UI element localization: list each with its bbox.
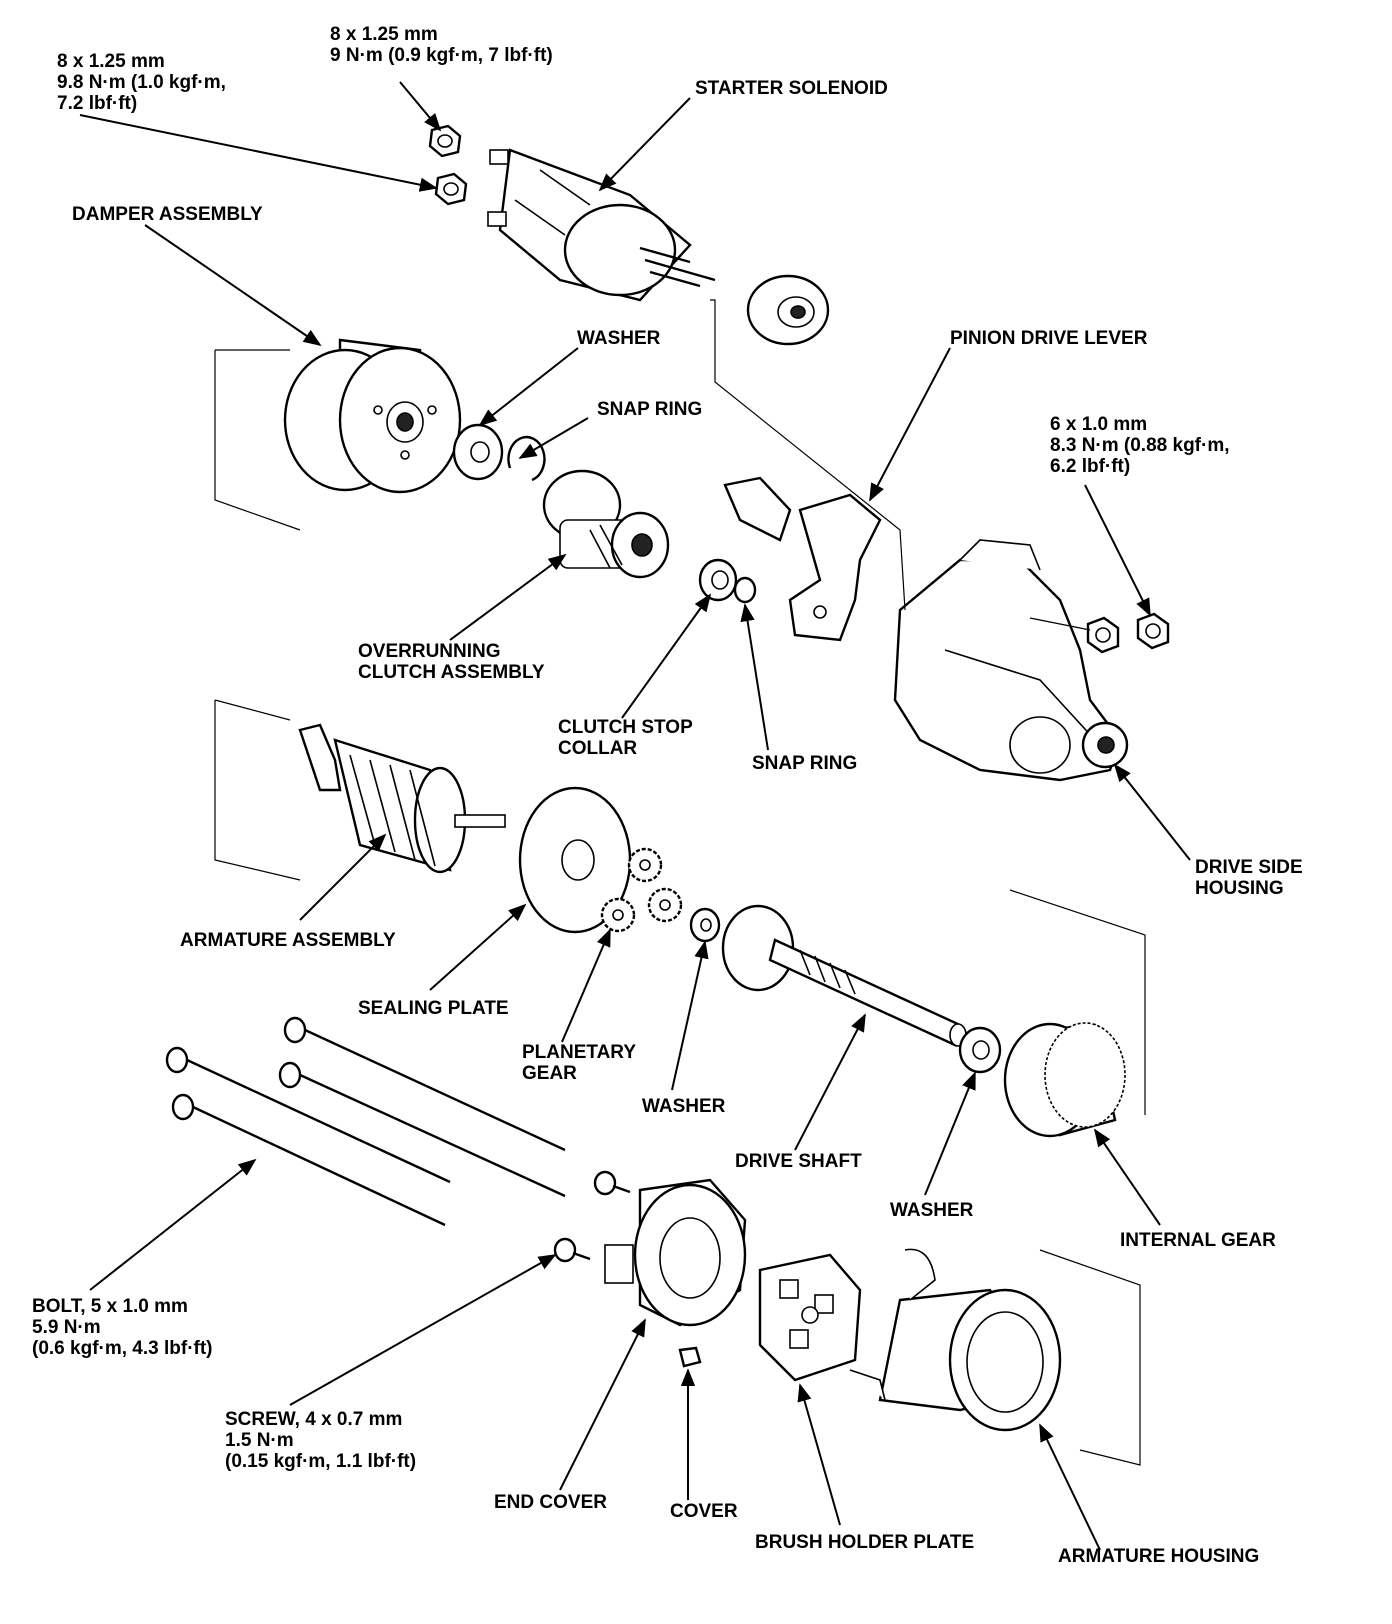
end-cover-part <box>604 1178 747 1327</box>
label-internal-gear: INTERNAL GEAR <box>1120 1230 1276 1251</box>
overrunning-clutch-part <box>542 469 670 579</box>
label-planetary-gear-1: PLANETARY <box>522 1042 636 1063</box>
through-bolt-3 <box>278 1061 566 1198</box>
label-housing-nut-3: 6.2 lbf·ft) <box>1050 456 1130 477</box>
label-armature-assembly: ARMATURE ASSEMBLY <box>180 930 396 951</box>
label-clutch-stop-collar-2: COLLAR <box>558 738 637 759</box>
label-brush-holder-plate: BRUSH HOLDER PLATE <box>755 1532 974 1553</box>
planetary-gear-2 <box>600 897 636 933</box>
label-drive-side-housing-2: HOUSING <box>1195 878 1284 899</box>
label-solenoid-nut-top-1: 8 x 1.25 mm <box>330 24 438 45</box>
label-bolt-2: 5.9 N·m <box>32 1317 101 1338</box>
drive-side-housing-part <box>893 539 1129 782</box>
armature-assembly-part <box>298 723 506 874</box>
label-snap-ring-mid: SNAP RING <box>752 753 857 774</box>
label-armature-housing: ARMATURE HOUSING <box>1058 1546 1259 1567</box>
alignment-guides <box>214 299 1146 1466</box>
label-snap-ring-top: SNAP RING <box>597 399 702 420</box>
label-solenoid-nut-left-3: 7.2 lbf·ft) <box>57 93 137 114</box>
label-planetary-gear-2: GEAR <box>522 1063 577 1084</box>
label-bolt-3: (0.6 kgf·m, 4.3 lbf·ft) <box>32 1338 213 1359</box>
washer-mid-part <box>689 907 721 943</box>
label-starter-solenoid: STARTER SOLENOID <box>695 78 888 99</box>
pinion-drive-lever-part <box>723 476 882 642</box>
planetary-gear-3 <box>647 887 683 923</box>
label-drive-side-housing-1: DRIVE SIDE <box>1195 857 1303 878</box>
starter-solenoid <box>487 148 716 302</box>
washer-top-part <box>452 423 504 481</box>
internal-gear-part <box>1003 1022 1126 1138</box>
drive-shaft-part <box>721 904 967 1047</box>
through-bolt-2 <box>165 1046 451 1184</box>
label-clutch-stop-collar-1: CLUTCH STOP <box>558 717 693 738</box>
label-screw-3: (0.15 kgf·m, 1.1 lbf·ft) <box>225 1451 416 1472</box>
solenoid-nut-upper <box>428 124 462 158</box>
label-overrunning-clutch-1: OVERRUNNING <box>358 641 501 662</box>
snap-ring-mid-part <box>733 576 757 604</box>
label-overrunning-clutch-2: CLUTCH ASSEMBLY <box>358 662 545 683</box>
snap-ring-top-part <box>507 435 546 482</box>
end-cover-screw-lower <box>553 1237 591 1263</box>
brush-holder-plate-part <box>758 1253 862 1382</box>
planetary-gear-1 <box>627 847 663 883</box>
clutch-stop-collar-part <box>698 558 738 602</box>
solenoid-nut-lower <box>434 172 468 206</box>
damper-assembly <box>283 338 462 494</box>
small-cover-part <box>678 1346 702 1368</box>
label-solenoid-nut-left-2: 9.8 N·m (1.0 kgf·m, <box>57 72 226 93</box>
housing-nut-left <box>1086 616 1120 654</box>
label-damper-assembly: DAMPER ASSEMBLY <box>72 204 263 225</box>
leader-lines <box>79 81 1191 1551</box>
label-cover: COVER <box>670 1501 738 1522</box>
label-drive-shaft: DRIVE SHAFT <box>735 1151 862 1172</box>
label-screw-2: 1.5 N·m <box>225 1430 294 1451</box>
label-end-cover: END COVER <box>494 1492 607 1513</box>
end-cover-screw-upper <box>593 1170 631 1196</box>
label-solenoid-nut-top-2: 9 N·m (0.9 kgf·m, 7 lbf·ft) <box>330 45 553 66</box>
label-sealing-plate: SEALING PLATE <box>358 998 509 1019</box>
label-washer-right: WASHER <box>890 1200 974 1221</box>
washer-right-part <box>958 1026 1002 1074</box>
through-bolt-4 <box>171 1093 446 1227</box>
label-washer-top: WASHER <box>577 328 661 349</box>
armature-housing-part <box>849 1248 1062 1432</box>
through-bolt-1 <box>283 1016 566 1152</box>
label-pinion-drive-lever: PINION DRIVE LEVER <box>950 328 1148 349</box>
housing-nut-right <box>1136 612 1170 650</box>
label-housing-nut-2: 8.3 N·m (0.88 kgf·m, <box>1050 435 1230 456</box>
label-bolt-1: BOLT, 5 x 1.0 mm <box>32 1296 188 1317</box>
label-screw-1: SCREW, 4 x 0.7 mm <box>225 1409 402 1430</box>
label-solenoid-nut-left-1: 8 x 1.25 mm <box>57 51 165 72</box>
solenoid-plunger <box>746 274 830 346</box>
label-washer-mid: WASHER <box>642 1096 726 1117</box>
label-housing-nut-1: 6 x 1.0 mm <box>1050 414 1147 435</box>
